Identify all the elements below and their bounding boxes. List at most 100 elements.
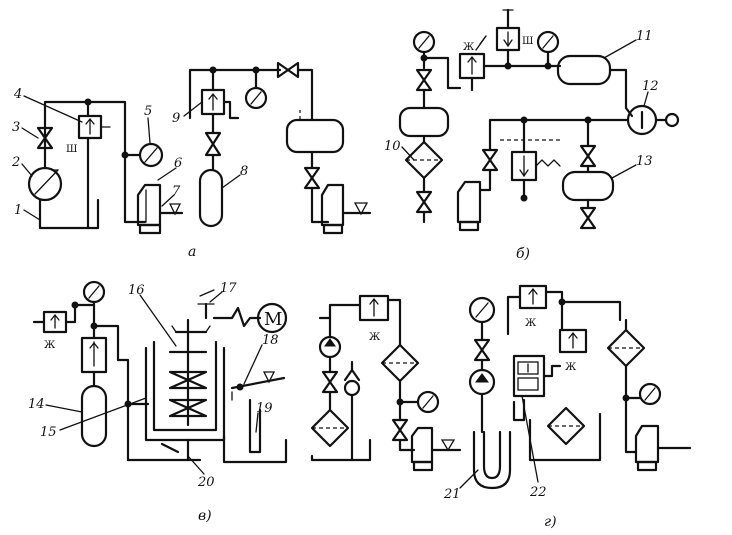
callout-13: 13 bbox=[636, 154, 653, 169]
svg-text:Ж: Ж bbox=[369, 332, 381, 343]
scheme-a: Ш bbox=[27, 61, 372, 235]
valve-b1 bbox=[415, 68, 433, 92]
callout-7: 7 bbox=[172, 184, 181, 199]
subfigure-labels: а б) в) г) bbox=[188, 244, 557, 530]
subfigure-label-a: а bbox=[188, 244, 196, 260]
regulator-v: Ж bbox=[32, 310, 68, 351]
regulator-9 bbox=[200, 88, 240, 120]
callout-3: 3 bbox=[12, 120, 20, 135]
callout-15: 15 bbox=[40, 425, 57, 440]
solenoid-valve-b: Ш bbox=[495, 8, 533, 52]
accumulator-8 bbox=[198, 168, 224, 228]
pressure-gauge-b2 bbox=[536, 30, 560, 70]
cylinder-a2 bbox=[320, 183, 372, 235]
mixer-vessel-16 bbox=[144, 318, 226, 442]
callout-18: 18 bbox=[262, 333, 279, 348]
pressure-gauge-5 bbox=[123, 142, 164, 168]
callout-1: 1 bbox=[14, 203, 22, 218]
callout-11: 11 bbox=[636, 29, 653, 44]
tank-19 bbox=[222, 398, 288, 464]
filter-g1 bbox=[546, 406, 586, 446]
callout-19: 19 bbox=[256, 401, 273, 416]
pressure-gauge-v2 bbox=[398, 390, 440, 414]
filter-v2 bbox=[380, 343, 420, 383]
pressure-gauge-b1 bbox=[412, 30, 436, 70]
lever-18 bbox=[230, 371, 286, 401]
receiver-13 bbox=[561, 170, 615, 202]
subfigure-label-b: б) bbox=[516, 246, 530, 262]
motor-drive-17: M bbox=[197, 289, 288, 334]
callout-2: 2 bbox=[11, 155, 20, 170]
subfigure-label-g: г) bbox=[544, 514, 557, 530]
relief-valve-4: Ш bbox=[66, 114, 111, 155]
pressure-gauge-v bbox=[82, 280, 106, 328]
drain-20 bbox=[160, 438, 190, 462]
callout-14: 14 bbox=[28, 397, 45, 412]
callout-5: 5 bbox=[144, 104, 152, 119]
filter-10 bbox=[404, 140, 444, 180]
callout-8: 8 bbox=[240, 164, 248, 179]
cylinder-v bbox=[410, 426, 462, 472]
regulator-v2: Ж bbox=[358, 294, 390, 343]
subfigure-label-v: в) bbox=[198, 508, 212, 524]
svg-text:Ж: Ж bbox=[525, 318, 537, 329]
tank-1 bbox=[38, 198, 100, 230]
svg-text:Ш: Ш bbox=[522, 36, 533, 47]
valve-b4 bbox=[579, 118, 597, 174]
receiver-a bbox=[285, 110, 345, 154]
valve-3 bbox=[36, 126, 54, 150]
filter-g2 bbox=[606, 318, 646, 442]
scheme-g: Ж Ж bbox=[468, 284, 692, 490]
svg-text:Ж: Ж bbox=[565, 362, 577, 373]
pump-12 bbox=[626, 104, 680, 136]
cylinder-g bbox=[624, 424, 692, 472]
callout-4: 4 bbox=[13, 87, 22, 102]
regulator-b: Ж bbox=[458, 35, 487, 80]
accumulator-14 bbox=[80, 384, 108, 448]
callout-labels: 1 2 3 4 5 6 7 8 9 10 11 12 13 14 15 16 1… bbox=[11, 29, 659, 502]
scheme-v-right: Ж bbox=[310, 294, 462, 472]
pump-2 bbox=[27, 166, 63, 202]
check-valve-v bbox=[343, 360, 361, 462]
valve-shutoff-a2 bbox=[303, 166, 321, 190]
valve-b2 bbox=[415, 190, 433, 214]
pressure-gauge-g1 bbox=[468, 296, 496, 342]
callout-12: 12 bbox=[642, 79, 659, 94]
callout-6: 6 bbox=[174, 156, 182, 171]
valve-b5 bbox=[579, 206, 597, 230]
regulator-g2: Ж bbox=[558, 328, 588, 373]
pressure-gauge-g2 bbox=[622, 382, 662, 406]
solenoid-valve-v bbox=[80, 324, 108, 388]
pressure-gauge-a bbox=[244, 66, 268, 110]
regulator-g1: Ж bbox=[518, 284, 548, 329]
receiver-b bbox=[398, 106, 450, 138]
callout-16: 16 bbox=[128, 283, 145, 298]
callout-10: 10 bbox=[384, 139, 401, 154]
pump-v bbox=[318, 316, 342, 374]
valve-shutoff-a bbox=[204, 131, 222, 157]
callout-21: 21 bbox=[443, 487, 461, 502]
svg-text:Ш: Ш bbox=[66, 144, 77, 155]
leader-lines bbox=[21, 39, 649, 489]
valve-v2 bbox=[391, 418, 409, 442]
callout-9: 9 bbox=[172, 111, 180, 126]
u-tube-21 bbox=[472, 430, 512, 490]
relief-valve-b bbox=[500, 118, 561, 202]
scheme-b: Ж Ш bbox=[398, 8, 680, 232]
motor-symbol: M bbox=[264, 309, 282, 330]
control-unit-22 bbox=[512, 354, 562, 398]
svg-text:Ж: Ж bbox=[463, 42, 475, 53]
cylinder-6 bbox=[136, 183, 162, 235]
receiver-11 bbox=[556, 54, 612, 86]
ram-7 bbox=[158, 203, 184, 216]
svg-text:Ж: Ж bbox=[44, 340, 56, 351]
valve-g1 bbox=[473, 338, 491, 362]
callout-22: 22 bbox=[529, 485, 547, 500]
cylinder-b bbox=[456, 180, 482, 232]
callout-17: 17 bbox=[220, 281, 237, 296]
callout-20: 20 bbox=[197, 475, 215, 490]
filter-v1 bbox=[310, 408, 350, 448]
pump-g bbox=[468, 368, 496, 434]
valve-b3 bbox=[481, 148, 499, 172]
